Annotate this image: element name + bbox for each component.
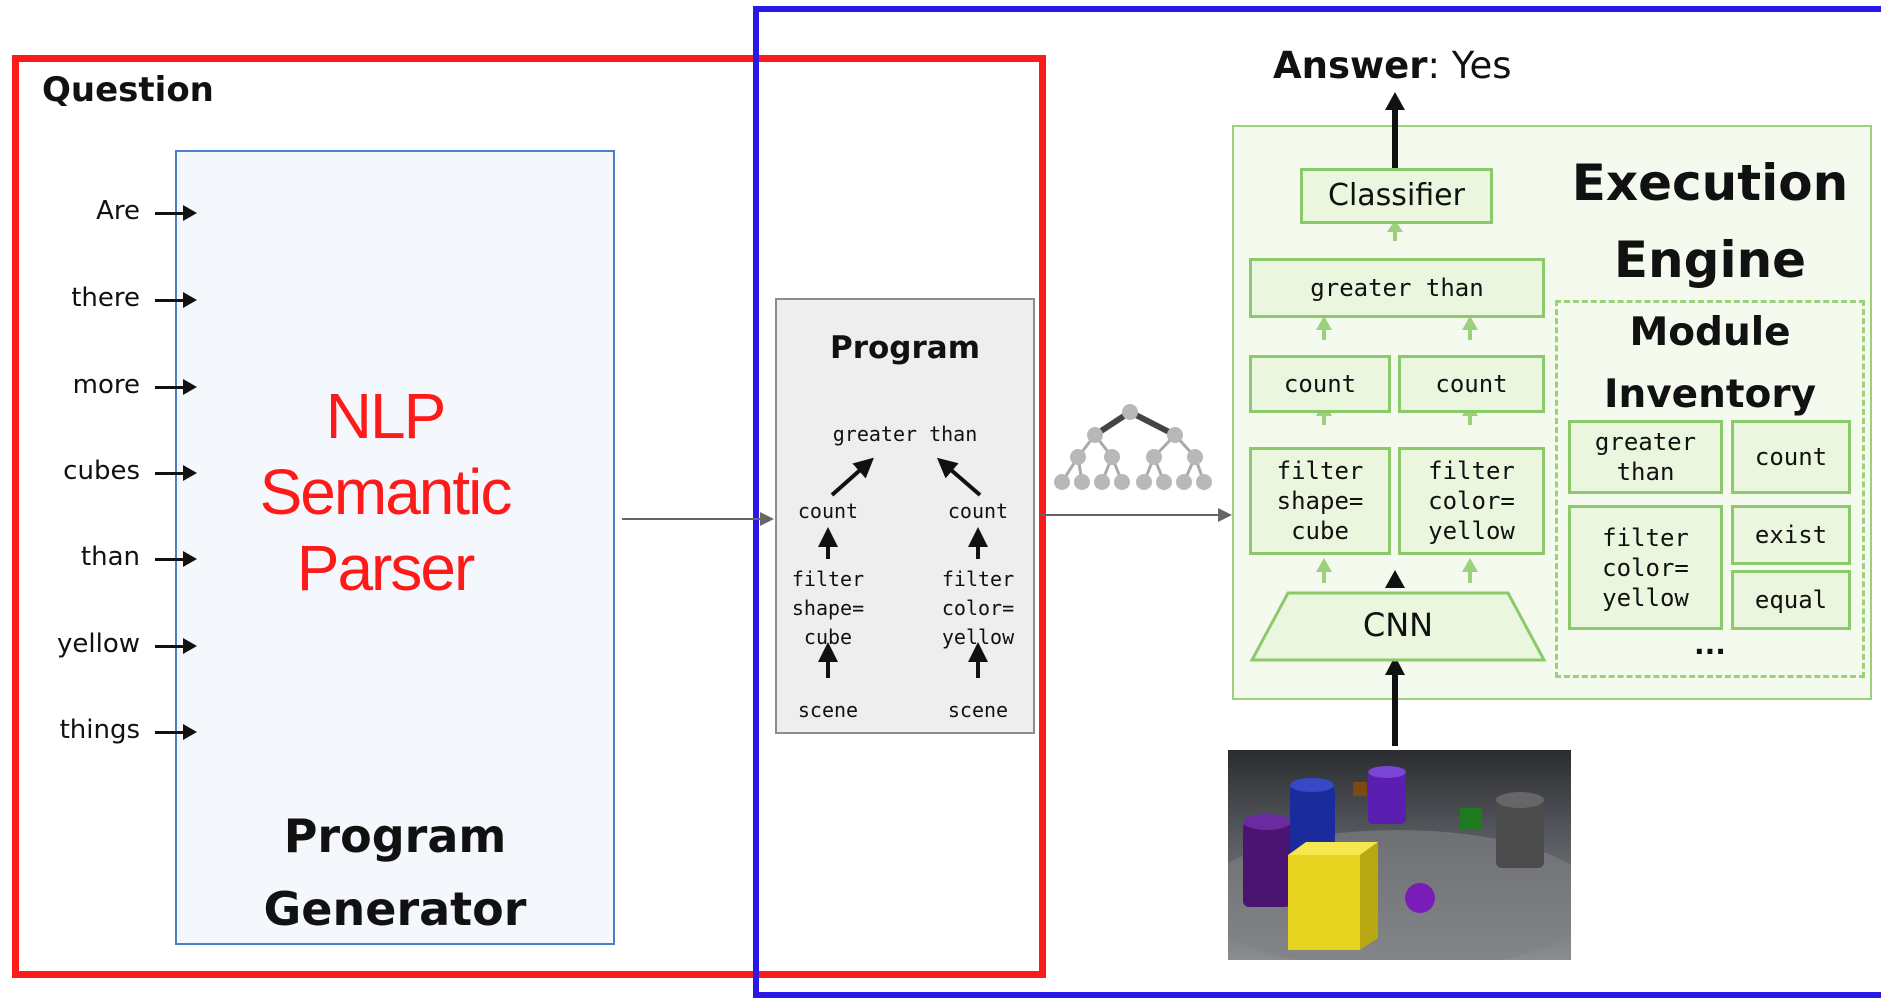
filter-color-module: filter color= yellow xyxy=(1398,447,1545,555)
generator-label-line: Generator xyxy=(263,882,527,936)
nlp-label-line: NLP xyxy=(325,380,447,452)
program-node-count-right: count xyxy=(947,499,1009,523)
word-arrow-icon xyxy=(155,379,197,395)
program-title: Program xyxy=(829,330,980,366)
greater-than-module: greater than xyxy=(1249,258,1545,318)
word-arrow-icon xyxy=(155,551,197,567)
program-node-filter-left: filter shape= cube xyxy=(791,567,865,649)
cnn-label: CNN xyxy=(1362,606,1434,644)
word-arrow-icon xyxy=(155,724,197,740)
count-module-right: count xyxy=(1398,355,1545,413)
inventory-ellipsis: ... xyxy=(1694,628,1726,661)
classifier-module: Classifier xyxy=(1300,168,1493,224)
nlp-label-line: Parser xyxy=(296,532,476,604)
program-generator-box xyxy=(175,150,615,945)
filter-shape-module: filter shape= cube xyxy=(1249,447,1391,555)
inventory-title-line: Module xyxy=(1629,310,1791,355)
program-box xyxy=(775,298,1035,734)
arrow-right-icon xyxy=(760,512,774,526)
scene-objects-illustration xyxy=(1228,766,1571,960)
execution-engine-title: Execution Engine xyxy=(1555,145,1865,299)
generator-label-line: Program xyxy=(283,809,507,863)
generator-to-program-connector xyxy=(622,518,762,520)
program-edge-arrow xyxy=(936,457,982,497)
execution-frame xyxy=(753,6,1881,998)
word-arrow-icon xyxy=(155,292,197,308)
program-node-scene-left: scene xyxy=(797,698,859,722)
inventory-module-equal: equal xyxy=(1731,570,1851,630)
answer-label: Answer xyxy=(1273,44,1428,87)
program-edge-arrow xyxy=(830,457,874,497)
answer-text: Answer: Yes xyxy=(1273,44,1512,87)
cnn-trapezoid xyxy=(1249,591,1547,662)
program-generator-label: Program Generator xyxy=(175,800,615,946)
program-to-engine-connector xyxy=(1040,514,1220,516)
inventory-module-count: count xyxy=(1731,420,1851,494)
word-arrow-icon xyxy=(155,205,197,221)
nlp-semantic-parser-label: NLP Semantic Parser xyxy=(215,378,555,606)
question-word: things xyxy=(59,715,140,745)
nlp-label-line: Semantic xyxy=(259,456,513,528)
program-root-node: greater than xyxy=(832,422,978,446)
word-arrow-icon xyxy=(155,465,197,481)
question-word: than xyxy=(80,542,140,572)
inventory-title-line: Inventory xyxy=(1603,372,1816,417)
scene-image xyxy=(1228,750,1571,960)
inventory-module-greater-than: greater than xyxy=(1568,420,1723,494)
module-inventory-box xyxy=(1555,300,1865,678)
arrow-right-icon xyxy=(1218,508,1232,522)
program-tree-edges xyxy=(818,457,988,678)
word-arrow-icon xyxy=(155,638,197,654)
answer-value: : Yes xyxy=(1427,44,1512,87)
engine-title-line: Engine xyxy=(1613,231,1807,289)
question-word: there xyxy=(71,283,140,313)
question-word: cubes xyxy=(63,456,140,486)
question-word: yellow xyxy=(56,629,140,659)
engine-title-line: Execution xyxy=(1571,154,1849,212)
inventory-module-filter-color: filter color= yellow xyxy=(1568,505,1723,630)
program-tree-icon xyxy=(1054,404,1212,490)
program-node-count-left: count xyxy=(797,499,859,523)
count-module-left: count xyxy=(1249,355,1391,413)
program-node-scene-right: scene xyxy=(947,698,1009,722)
question-word: Are xyxy=(96,196,140,226)
program-node-filter-right: filter color= yellow xyxy=(941,567,1015,649)
module-inventory-title: Module Inventory xyxy=(1555,302,1865,426)
question-title: Question xyxy=(42,70,214,110)
inventory-module-exist: exist xyxy=(1731,505,1851,565)
nlp-parser-frame xyxy=(12,55,1046,978)
question-word: more xyxy=(72,370,140,400)
